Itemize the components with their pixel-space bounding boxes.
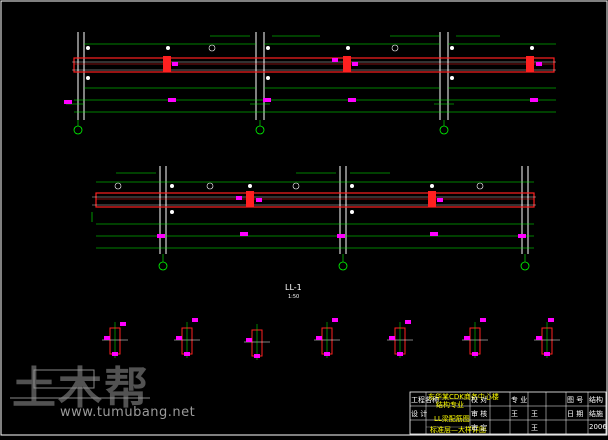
watermark-brand: 土木帮 xyxy=(12,363,150,414)
tb-drawing-name: LL梁配筋图 xyxy=(434,415,470,423)
tb-cell-discipline: 结构 xyxy=(589,396,603,404)
section-detail-2 xyxy=(174,318,200,358)
tb-label-date: 日 期 xyxy=(567,410,584,418)
tb-label-drawing-no: 图 号 xyxy=(567,396,584,404)
tb-label-review: 校 对 xyxy=(471,396,488,404)
section-detail-7 xyxy=(534,318,560,358)
section-details-row xyxy=(102,318,560,360)
section-detail-3 xyxy=(244,324,270,360)
tb-cell-date: 2006 xyxy=(589,423,607,431)
watermark-url: www.tumubang.net xyxy=(60,405,196,420)
upper-beam-elevation xyxy=(64,32,556,135)
tb-drawing-sub: 标准层—大样详图 xyxy=(430,426,486,434)
tb-label-discipline: 专 业 xyxy=(511,396,528,404)
tb-val-3: 王 xyxy=(511,410,518,418)
section-detail-6 xyxy=(462,318,488,358)
tb-cell-drawing-no: 结施 xyxy=(589,410,603,418)
tb-label-approve: 审 定 xyxy=(471,424,488,432)
section-detail-4 xyxy=(314,318,340,358)
middle-beam-elevation xyxy=(91,166,536,271)
tb-label-design: 设 计 xyxy=(411,410,428,418)
tb-project-sub: 结构专业 xyxy=(436,401,464,409)
watermark-box xyxy=(33,369,95,389)
section-label: LL-1 xyxy=(285,283,302,292)
section-detail-5 xyxy=(387,320,413,358)
section-scale: 1:50 xyxy=(288,294,300,300)
title-block xyxy=(409,391,607,435)
tb-val-1: 王 xyxy=(531,410,538,418)
section-detail-1 xyxy=(102,322,128,358)
tb-label-project: 工程名称 xyxy=(411,396,439,404)
tb-val-2: 王 xyxy=(531,424,538,432)
tb-label-check: 审 核 xyxy=(471,410,488,418)
tb-project-title: 东华某CDK商务中心楼 xyxy=(428,393,499,401)
